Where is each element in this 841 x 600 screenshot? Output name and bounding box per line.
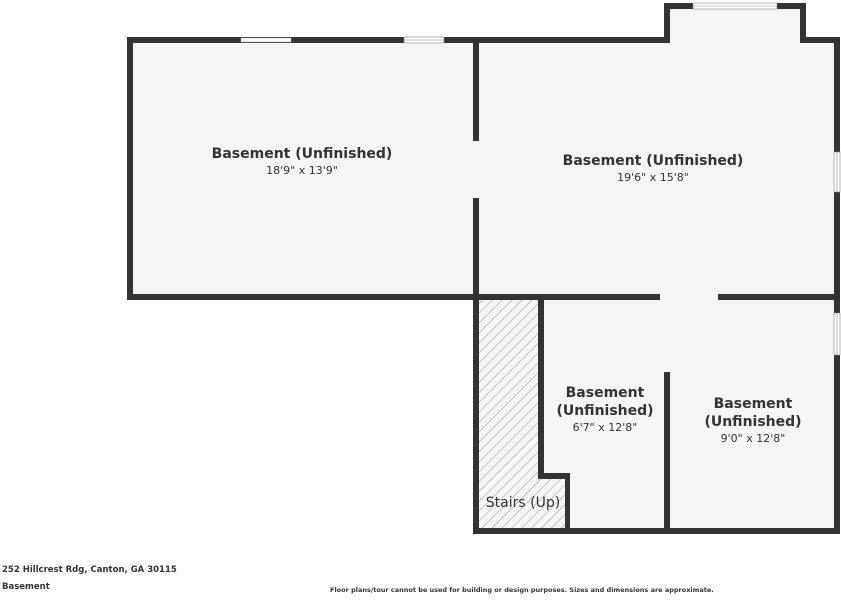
windows [240, 2, 841, 356]
wall [565, 473, 570, 531]
window [240, 37, 292, 43]
stairs-hatch [479, 300, 567, 528]
room-label-west: Basement (Unfinished) [212, 146, 393, 162]
wall [718, 294, 840, 300]
stairs-label: Stairs (Up) [486, 495, 560, 511]
wall [664, 3, 670, 43]
room-label-middle-line1: Basement [566, 385, 645, 401]
wall [664, 372, 670, 534]
wall [473, 294, 479, 534]
room-label-southeast-line2: (Unfinished) [704, 414, 801, 430]
wall [473, 528, 840, 534]
room-floor-east [476, 40, 837, 297]
room-floor-southeast [667, 297, 837, 531]
room-label-southeast-line1: Basement [714, 396, 793, 412]
room-dims-southeast: 9'0" x 12'8" [721, 432, 786, 445]
room-label-east: Basement (Unfinished) [563, 153, 744, 169]
wall [800, 3, 806, 43]
room-dims-east: 19'6" x 15'8" [617, 171, 689, 184]
wall [800, 37, 840, 43]
bay-floor [667, 5, 802, 42]
wall [127, 37, 669, 43]
wall [473, 37, 479, 141]
wall [538, 473, 570, 479]
wall [473, 294, 660, 300]
wall [473, 198, 479, 300]
room-dims-west: 18'9" x 13'9" [266, 164, 338, 177]
floor-areas [130, 5, 837, 531]
wall [538, 294, 544, 477]
floor-level-label: Basement [2, 582, 50, 592]
room-label-middle-line2: (Unfinished) [556, 403, 653, 419]
wall [127, 294, 479, 300]
room-floor-west [130, 40, 476, 297]
property-address: 252 Hillcrest Rdg, Canton, GA 30115 [2, 565, 177, 575]
walls [127, 3, 840, 534]
wall [127, 37, 133, 300]
wall [834, 37, 840, 534]
room-dims-middle: 6'7" x 12'8" [573, 421, 638, 434]
disclaimer-text: Floor plans/tour cannot be used for buil… [330, 586, 714, 594]
